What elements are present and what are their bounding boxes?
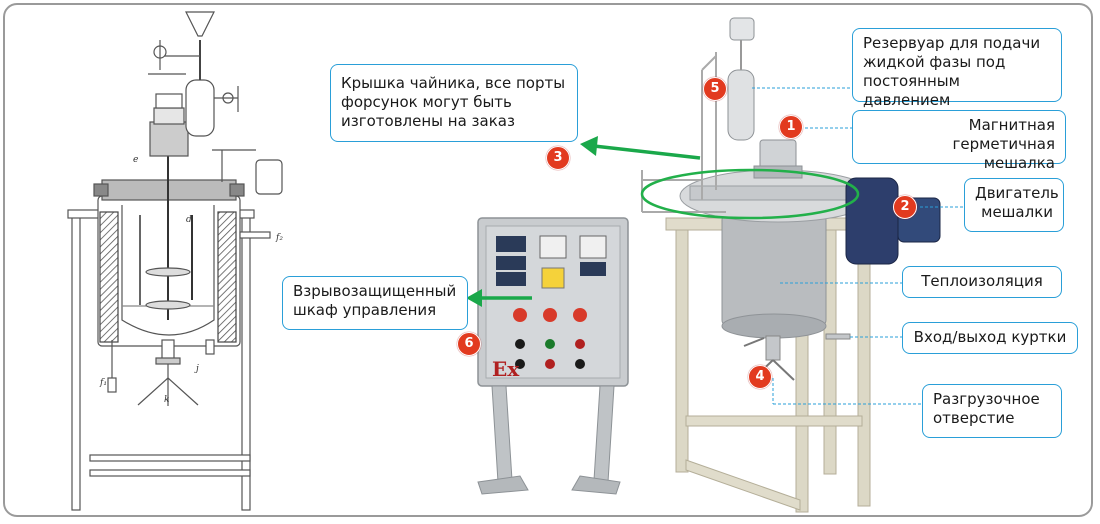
reactor-illustration — [641, 17, 941, 513]
drawing-label-k: k — [164, 395, 169, 405]
lid-highlight-ring — [640, 168, 860, 220]
lid-arrow — [580, 136, 701, 160]
cabinet-ex-mark: Ex — [492, 357, 520, 381]
callout-reservoir: Резервуар для подачи жидкой фазы под пос… — [852, 28, 1062, 109]
badge-1: 1 — [779, 115, 803, 139]
callout-control-cabinet: Взрывозащищенный шкаф управления — [282, 276, 468, 330]
outer-frame — [3, 3, 1093, 517]
technical-drawing — [67, 11, 283, 511]
callout-lid: Крышка чайника, все порты форсунок могут… — [330, 64, 578, 142]
drawing-label-d: d — [186, 215, 192, 225]
drawing-label-e: e — [133, 155, 138, 165]
drawing-label-f2: f₂ — [275, 233, 283, 243]
leader-lines — [752, 87, 964, 405]
control-cabinet-illustration: Ex — [477, 217, 629, 495]
callout-stirrer: Магнитная герметичная мешалка — [852, 110, 1066, 172]
badge-2: 2 — [893, 195, 917, 219]
badge-4: 4 — [748, 365, 772, 389]
drawing-label-f1: f₁ — [99, 378, 107, 388]
callout-insulation: Теплоизоляция — [902, 266, 1062, 298]
callout-jacket-io: Вход/выход куртки — [902, 322, 1078, 354]
badge-3: 3 — [546, 146, 570, 170]
badge-5: 5 — [703, 77, 727, 101]
cabinet-arrow — [466, 289, 532, 307]
callout-motor: Двигатель мешалки — [964, 178, 1064, 232]
callout-discharge: Разгрузочное отверстие — [922, 384, 1062, 438]
drawing-label-j: j — [194, 364, 199, 374]
drawing-labels: e d f₂ f₁ j k — [99, 155, 283, 405]
badge-6: 6 — [457, 332, 481, 356]
